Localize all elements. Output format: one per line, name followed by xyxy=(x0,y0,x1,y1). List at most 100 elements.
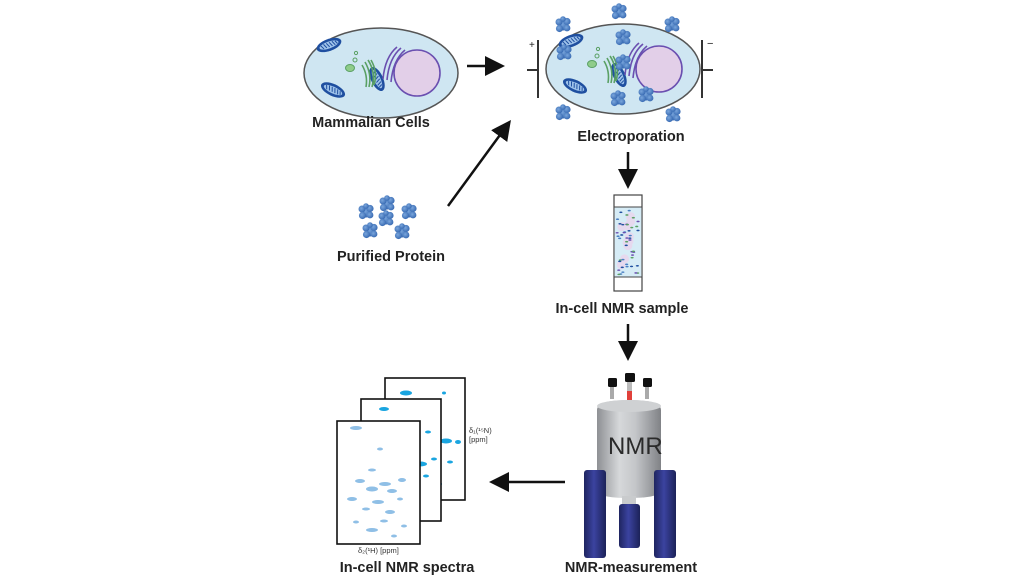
tube-particle xyxy=(617,273,621,276)
y-axis-label-nucleus: δ₁(¹⁵N) xyxy=(469,426,492,435)
tube-particle xyxy=(615,218,620,220)
tube-cell xyxy=(624,236,634,246)
tube-particle xyxy=(635,264,639,267)
probe-cap-left xyxy=(608,378,617,387)
spectrum-peak xyxy=(347,497,357,501)
positive-electrode xyxy=(527,40,539,98)
tube-cell xyxy=(626,216,636,226)
spectrum-peak xyxy=(442,391,446,395)
tube-particle xyxy=(627,230,631,232)
tube-particle xyxy=(625,237,629,239)
spectrum-front xyxy=(336,420,421,545)
spectrum-peak xyxy=(380,519,388,523)
spectrum-peak xyxy=(423,474,429,478)
nmr-magnet xyxy=(584,373,676,558)
tube-cell xyxy=(620,254,630,264)
probe-cap-right xyxy=(643,378,652,387)
tube-particle xyxy=(631,216,635,219)
tube-particle xyxy=(618,237,622,240)
spectrum-peak xyxy=(372,500,384,504)
tube-particle xyxy=(630,256,634,259)
tube-particle xyxy=(621,258,625,261)
spectrum-peak xyxy=(368,468,376,472)
nmr-sample-tube xyxy=(613,194,643,292)
x-axis-label: δ₂(¹H) [ppm] xyxy=(358,546,399,555)
spectrum-peak xyxy=(447,460,453,464)
minus-sign: − xyxy=(707,38,713,50)
tube-particle xyxy=(618,260,622,263)
spectrum-peak xyxy=(391,534,397,538)
tube-particle xyxy=(616,235,620,238)
probe-cap-center xyxy=(625,373,635,382)
tube-particle xyxy=(636,229,640,232)
spectrum-peak xyxy=(398,478,406,482)
spectrum-peak xyxy=(431,457,437,461)
tube-particle xyxy=(618,259,622,261)
label-nmr-measurement: NMR-measurement xyxy=(564,560,698,576)
tube-particle xyxy=(622,231,626,234)
tube-particle xyxy=(619,211,623,214)
spectrum-peak xyxy=(377,447,383,451)
tube-particle xyxy=(636,220,640,223)
spectrum-peak xyxy=(425,430,431,434)
tube-particle xyxy=(621,223,625,226)
tube-particle xyxy=(620,234,624,236)
tube-particle xyxy=(624,244,628,247)
label-electroporation: Electroporation xyxy=(577,129,685,145)
purified-protein-illustration xyxy=(358,195,417,240)
negative-electrode xyxy=(701,40,713,98)
tube-particle xyxy=(625,265,629,268)
label-purified-protein: Purified Protein xyxy=(337,249,445,265)
plus-sign: + xyxy=(529,40,535,51)
tube-particle xyxy=(628,237,632,239)
tube-particle xyxy=(629,265,634,268)
tube-particle xyxy=(625,240,629,243)
mammalian-cell-illustration xyxy=(304,28,458,118)
electroporation-illustration xyxy=(527,3,713,123)
spectrum-peak xyxy=(401,524,407,528)
spectrum-peak xyxy=(362,507,370,511)
dewar-leg-left xyxy=(584,470,606,558)
spectrum-peak xyxy=(350,426,362,430)
spectrum-peak xyxy=(387,489,397,493)
spectrum-peak xyxy=(455,440,461,444)
label-in-cell-nmr-sample: In-cell NMR sample xyxy=(555,301,689,317)
tube-particle xyxy=(625,223,629,226)
spectrum-peak xyxy=(355,479,365,483)
dewar-leg-center xyxy=(619,504,640,548)
tube-particle xyxy=(625,263,629,266)
spectrum-peak xyxy=(366,528,378,532)
tube-particle xyxy=(631,250,636,253)
spectrum-peak xyxy=(379,407,389,411)
tube-particle xyxy=(627,209,631,212)
tube-particle xyxy=(628,239,632,241)
tube-particle xyxy=(621,271,625,273)
tube-particle xyxy=(628,234,632,237)
dewar-leg-right xyxy=(654,470,676,558)
tube-particle xyxy=(620,266,624,269)
arrow-protein-to-electroporation xyxy=(446,119,511,207)
tube-particle xyxy=(625,214,629,216)
y-axis-label-unit: [ppm] xyxy=(469,435,488,444)
tube-particle xyxy=(634,272,638,274)
y-axis-label: δ₁(¹⁵N) [ppm] xyxy=(469,426,492,444)
spectrum-peak xyxy=(397,497,403,501)
nmr-magnet-label: NMR xyxy=(608,433,663,460)
tube-particle xyxy=(615,231,619,234)
spectrum-peak xyxy=(385,510,395,514)
spectrum-peak xyxy=(400,390,412,396)
label-mammalian-cells: Mammalian Cells xyxy=(312,115,430,131)
spectrum-peak xyxy=(379,482,391,486)
nmr-spectra-stack xyxy=(336,377,466,545)
tube-particle xyxy=(630,226,634,229)
tube-particle xyxy=(617,269,621,271)
tube-particle xyxy=(635,225,639,228)
spectrum-peak xyxy=(366,486,378,492)
sample-marker xyxy=(627,391,632,405)
tube-particle xyxy=(618,222,622,225)
label-in-cell-nmr-spectra: In-cell NMR spectra xyxy=(339,560,475,576)
spectrum-peak xyxy=(353,520,359,524)
tube-particle xyxy=(630,254,635,256)
spectrum-peak xyxy=(440,438,452,444)
